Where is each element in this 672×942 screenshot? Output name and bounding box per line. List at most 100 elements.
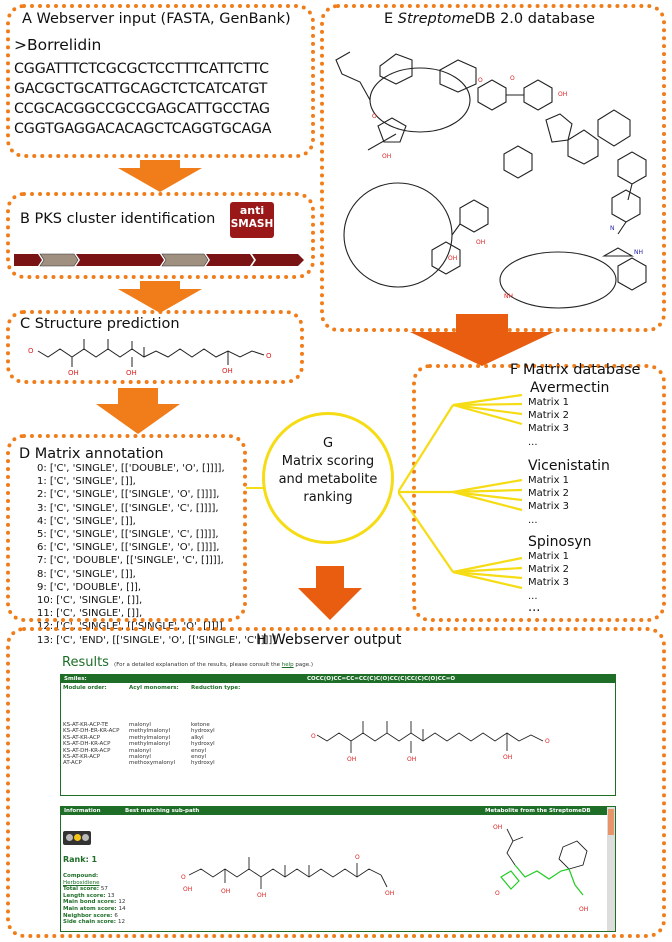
score-value: 13	[107, 892, 115, 899]
score-value: 12	[118, 919, 125, 926]
matrix-item: ...	[528, 514, 538, 526]
acyl-monomer: malonyl	[129, 722, 151, 728]
svg-text:OH: OH	[183, 886, 192, 893]
score-label: Side chain score:	[63, 919, 116, 926]
score-value: 14	[118, 905, 126, 912]
matrix-line: 7: ['C', 'DOUBLE', [['SINGLE', 'C', []]]…	[37, 555, 224, 567]
reduction-type: hydroxyl	[191, 741, 215, 748]
svg-text:OH: OH	[382, 153, 391, 160]
panel-b-title: B PKS cluster identification	[20, 211, 216, 227]
panel-g-line2: and metabolite	[278, 472, 378, 487]
fasta-header: >Borrelidin	[14, 36, 102, 54]
matrix-line: 8: ['C', 'SINGLE', []],	[37, 568, 136, 580]
results-table-match: Information Best matching sub-path Metab…	[60, 806, 616, 932]
panel-d-matrix-annotation	[6, 434, 247, 622]
svg-text:OH: OH	[222, 367, 233, 375]
svg-text:O: O	[355, 854, 360, 861]
svg-text:NH: NH	[634, 249, 643, 256]
results-table-smiles: Smiles: COCC(O)CC=CC=CC(C)C(O)CC(C)CC(C)…	[60, 674, 616, 796]
col-reduction: Reduction type:	[191, 685, 241, 691]
compound-label: Compound:	[63, 873, 99, 879]
fasta-sequence: CGGATTTCTCGCGCTCCTTTCATTCTTC GACGCTGCATT…	[14, 59, 271, 139]
results-note-pre: (For a detailed explanation of the resul…	[114, 662, 282, 668]
panel-h-title: H Webserver output	[256, 632, 402, 648]
svg-text:OH: OH	[579, 906, 588, 913]
seq-line: GACGCTGCATTGCAGCTCTCATCATGT	[14, 81, 268, 97]
col-acyl: Acyl monomers:	[129, 685, 179, 691]
hdr-metabolite: Metabolite from the StreptomeDB	[485, 808, 591, 814]
acyl-monomer: methylmalonyl	[129, 728, 171, 735]
matrix-line: 1: ['C', 'SINGLE', []],	[37, 476, 136, 488]
svg-text:O: O	[478, 77, 483, 84]
svg-text:O: O	[266, 352, 272, 360]
matrix-line: 6: ['C', 'SINGLE', [['SINGLE', 'O', []]]…	[37, 542, 220, 554]
matrix-line: 0: ['C', 'SINGLE', [['DOUBLE', 'O', []]]…	[37, 463, 225, 474]
panel-a-webserver-input	[6, 4, 315, 158]
arrow-b-to-c	[118, 281, 202, 313]
matrix-item: Matrix 3	[528, 423, 570, 435]
col-module: Module order:	[63, 685, 107, 691]
score-label: Length score:	[63, 892, 106, 899]
hdr-subpath: Best matching sub-path	[125, 808, 200, 814]
reduction-type: hydroxyl	[191, 728, 215, 735]
help-link[interactable]: help	[281, 662, 294, 668]
panel-a-title: A Webserver input (FASTA, GenBank)	[22, 11, 291, 27]
module-name: KS-AT-KR-ACP	[63, 753, 101, 760]
matrix-item: Matrix 2	[528, 488, 570, 500]
arrow-a-to-b	[118, 160, 202, 192]
svg-text:O: O	[311, 733, 316, 740]
results-heading: Results (For a detailed explanation of t…	[62, 651, 313, 670]
svg-text:OH: OH	[558, 91, 567, 98]
panel-b-pks-cluster	[6, 192, 315, 279]
smiles-label: Smiles:	[64, 676, 87, 682]
arrow-g-to-h	[298, 566, 362, 620]
acyl-monomer: methoxymalonyl	[129, 760, 175, 767]
results-note: (For a detailed explanation of the resul…	[114, 662, 313, 668]
results-title: Results	[62, 655, 109, 670]
matrix-item: Matrix 2	[528, 410, 570, 422]
panel-e-title-italic: Streptome	[397, 11, 475, 27]
score-row: Neighbor score:6	[63, 913, 126, 920]
arrow-e-to-f	[410, 314, 554, 366]
scrollbar[interactable]	[607, 807, 615, 931]
scrollbar-thumb[interactable]	[608, 809, 614, 835]
compound-name[interactable]: Herboxidiene	[63, 879, 100, 886]
antismash-logo-bottom: SMASH	[230, 218, 274, 230]
matrix-line: 12: ['C', 'SINGLE', [['SINGLE', 'O', []]…	[37, 621, 226, 633]
reduction-type: enoyl	[191, 747, 207, 754]
reduction-type: ketone	[191, 722, 210, 728]
svg-text:O: O	[28, 347, 34, 355]
svg-text:NH: NH	[504, 293, 513, 300]
matrix-annotation-list: 0: ['C', 'SINGLE', [['DOUBLE', 'O', []]]…	[37, 462, 276, 647]
connector-d-to-g	[246, 487, 264, 489]
svg-text:O: O	[372, 113, 377, 120]
match-header-bar: Information Best matching sub-path Metab…	[61, 807, 615, 815]
matrix-database-tree	[398, 393, 523, 590]
svg-text:OH: OH	[407, 756, 416, 763]
reduction-type: enoyl	[191, 753, 207, 760]
svg-text:OH: OH	[385, 890, 394, 897]
svg-text:OH: OH	[503, 754, 512, 761]
panel-g-letter: G	[322, 436, 334, 451]
matrix-item: Matrix 2	[528, 564, 570, 576]
svg-text:OH: OH	[257, 892, 266, 899]
smiles-header-bar: Smiles: COCC(O)CC=CC=CC(C)C(O)CC(C)CC(C)…	[61, 675, 615, 683]
pks-gene-cluster	[14, 253, 304, 267]
module-name: KS-AT-DH-KR-ACP	[63, 747, 111, 754]
matrix-line: 11: ['C', 'SINGLE', []],	[37, 608, 143, 620]
panel-e-title: E StreptomeDB 2.0 database	[384, 11, 595, 27]
panel-e-title-rest: DB 2.0 database	[474, 11, 595, 27]
panel-g-line1: Matrix scoring	[281, 454, 375, 469]
light-yellow	[74, 834, 81, 841]
panel-f-title: F Matrix database	[510, 362, 641, 378]
matrix-line: 10: ['C', 'SINGLE', []],	[37, 595, 143, 607]
module-name: AT-ACP	[63, 760, 82, 767]
svg-text:O: O	[510, 75, 515, 82]
